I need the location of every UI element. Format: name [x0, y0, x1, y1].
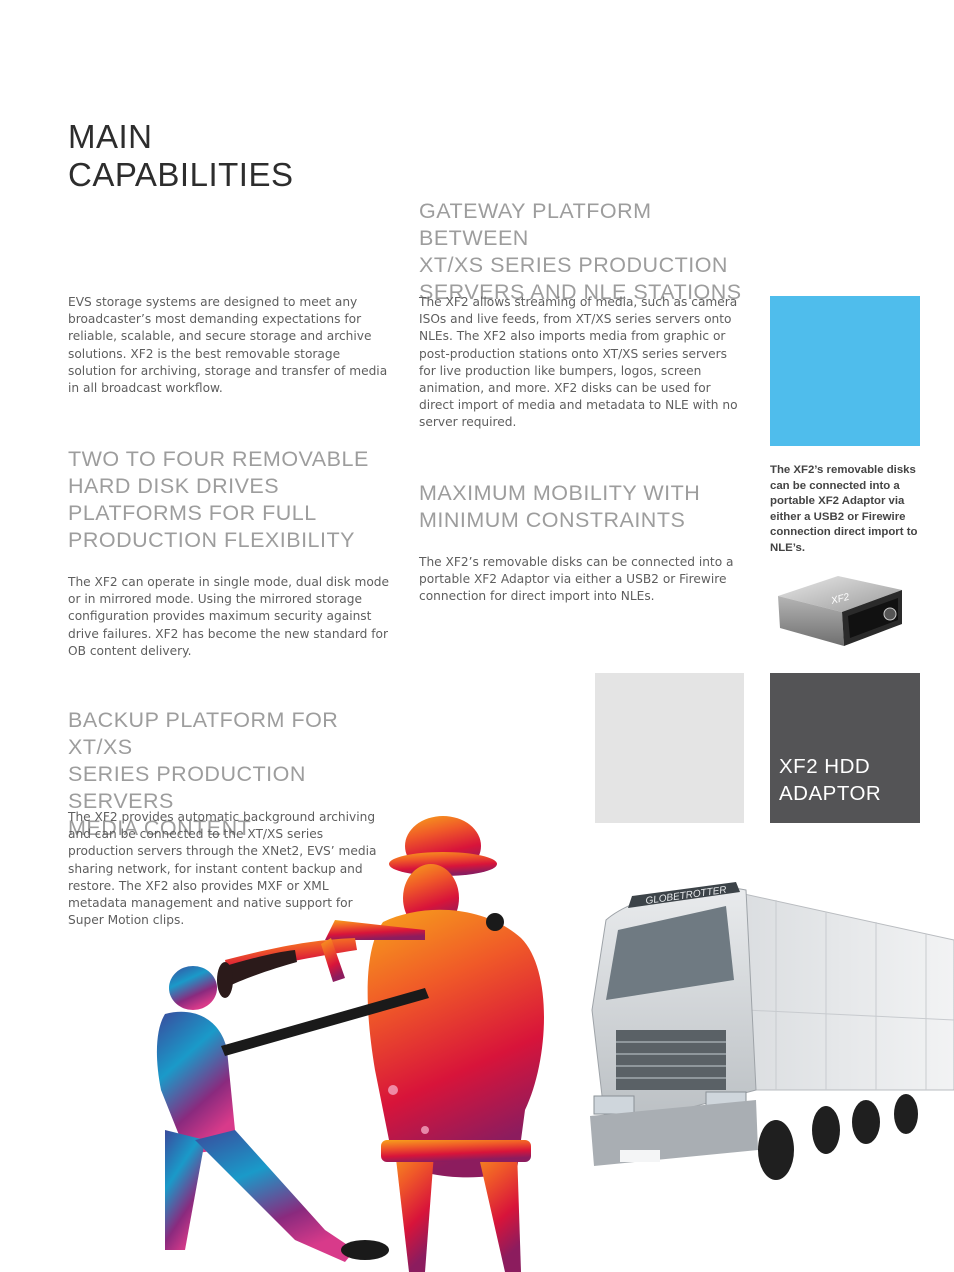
section-heading-backup-platform: BACKUP PLATFORM FOR XT/XS SERIES PRODUCT…: [68, 707, 408, 842]
heading-line: PRODUCTION FLEXIBILITY: [68, 528, 355, 552]
xf2-adaptor-image: XF2: [770, 568, 920, 668]
adaptor-label-block: XF2 HDD ADAPTOR: [770, 673, 920, 823]
heading-line: MEDIA CONTENT: [68, 816, 252, 840]
page-title-line2: CAPABILITIES: [68, 156, 294, 193]
heading-line: BACKUP PLATFORM FOR XT/XS: [68, 708, 339, 759]
section-heading-removable-drives: TWO TO FOUR REMOVABLE HARD DISK DRIVES P…: [68, 446, 398, 554]
heading-line: SERVERS AND NLE STATIONS: [419, 280, 742, 304]
gray-color-block: [595, 673, 744, 823]
section-heading-gateway-platform: GATEWAY PLATFORM BETWEEN XT/XS SERIES PR…: [419, 198, 759, 306]
accent-color-block: [770, 296, 920, 446]
intro-paragraph: EVS storage systems are designed to meet…: [68, 295, 388, 396]
heading-line: SERIES PRODUCTION SERVERS: [68, 762, 306, 813]
heading-line: HARD DISK DRIVES: [68, 474, 280, 498]
adaptor-caption: The XF2’s removable disks can be connect…: [770, 464, 918, 554]
ob-truck-image: GLOBETROTTER: [576, 860, 954, 1220]
section-text-removable-drives: The XF2 can operate in single mode, dual…: [68, 575, 390, 658]
section-heading-mobility: MAXIMUM MOBILITY WITH MINIMUM CONSTRAINT…: [419, 480, 739, 534]
page-title: MAIN CAPABILITIES: [68, 118, 388, 194]
section-text-mobility: The XF2’s removable disks can be connect…: [419, 555, 734, 604]
heading-line: MINIMUM CONSTRAINTS: [419, 508, 686, 532]
musicians-illustration: [125, 810, 565, 1272]
heading-line: XT/XS SERIES PRODUCTION: [419, 253, 728, 277]
adaptor-box-label: XF2 HDD ADAPTOR: [779, 755, 882, 805]
heading-line: MAXIMUM MOBILITY WITH: [419, 481, 701, 505]
section-text-gateway-platform: The XF2 allows streaming of media, such …: [419, 295, 738, 430]
page-title-line1: MAIN: [68, 118, 153, 155]
section-text-backup-platform: The XF2 provides automatic background ar…: [68, 810, 377, 928]
heading-line: GATEWAY PLATFORM BETWEEN: [419, 199, 652, 250]
adaptor-device-label: XF2: [829, 592, 851, 607]
heading-line: TWO TO FOUR REMOVABLE: [68, 447, 369, 471]
heading-line: PLATFORMS FOR FULL: [68, 501, 317, 525]
